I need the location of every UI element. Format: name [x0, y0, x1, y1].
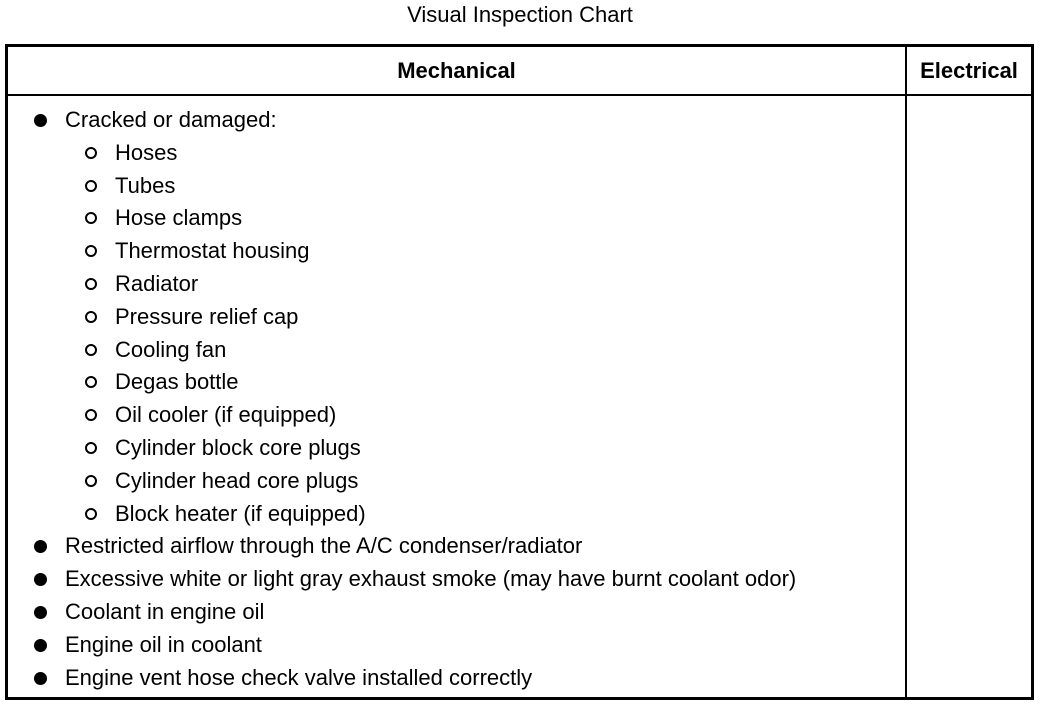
list-item: Cracked or damaged: [8, 104, 905, 137]
hollow-bullet-icon [85, 146, 97, 159]
sub-list-item: Tubes [8, 170, 905, 203]
list-item-text: Restricted airflow through the A/C conde… [65, 533, 583, 559]
hollow-bullet-icon [85, 277, 97, 290]
sub-list-item: Pressure relief cap [8, 301, 905, 334]
filled-bullet-icon [34, 671, 47, 685]
page-title: Visual Inspection Chart [407, 2, 633, 27]
sub-list-item: Hoses [8, 137, 905, 170]
filled-bullet-icon [34, 638, 47, 652]
sub-list-item-text: Cylinder head core plugs [115, 467, 359, 493]
filled-bullet-icon [34, 114, 47, 127]
list-item: Engine vent hose check valve installed c… [8, 662, 905, 695]
hollow-bullet-icon [85, 245, 97, 258]
list-item-text: Coolant in engine oil [65, 598, 265, 624]
hollow-bullet-icon [85, 343, 97, 356]
hollow-bullet-icon [85, 310, 97, 323]
sub-list-item: Cylinder head core plugs [8, 465, 905, 498]
sub-list-item-text: Degas bottle [115, 369, 239, 395]
inspection-table: Mechanical Electrical Cracked or damaged… [5, 44, 1034, 700]
sub-list-item-text: Oil cooler (if equipped) [115, 402, 337, 428]
hollow-bullet-icon [85, 179, 97, 192]
list-item: Engine oil in coolant [8, 629, 905, 662]
hollow-bullet-icon [85, 376, 97, 389]
hollow-bullet-icon [85, 212, 97, 225]
list-item-text: Excessive white or light gray exhaust sm… [65, 566, 797, 592]
filled-bullet-icon [34, 573, 47, 587]
sub-list-item: Thermostat housing [8, 235, 905, 268]
sub-list-item: Oil cooler (if equipped) [8, 399, 905, 432]
filled-bullet-icon [34, 605, 47, 619]
list-item: Excessive white or light gray exhaust sm… [8, 563, 905, 596]
header-mechanical: Mechanical [397, 58, 516, 83]
hollow-bullet-icon [85, 441, 97, 454]
sub-list-item: Block heater (if equipped) [8, 498, 905, 531]
sub-list-item-text: Cooling fan [115, 336, 227, 362]
sub-list-item: Degas bottle [8, 366, 905, 399]
column-divider [905, 47, 907, 697]
list-item: Coolant in engine oil [8, 596, 905, 629]
sub-list-item-text: Tubes [115, 172, 176, 198]
sub-list-item-text: Pressure relief cap [115, 303, 299, 329]
sub-list-item-text: Thermostat housing [115, 238, 310, 264]
electrical-cell [907, 96, 1031, 697]
hollow-bullet-icon [85, 474, 97, 487]
sub-list-item-text: Hose clamps [115, 205, 243, 231]
list-item: Restricted airflow through the A/C conde… [8, 530, 905, 563]
sub-list-item-text: Block heater (if equipped) [115, 500, 366, 526]
sub-list-item: Radiator [8, 268, 905, 301]
sub-list-item: Cylinder block core plugs [8, 432, 905, 465]
sub-list-item-text: Radiator [115, 270, 199, 296]
filled-bullet-icon [34, 540, 47, 554]
list-item-text: Engine vent hose check valve installed c… [65, 664, 533, 690]
sub-list-item: Cooling fan [8, 334, 905, 367]
list-item-text: Engine oil in coolant [65, 631, 262, 657]
sub-list-item-text: Cylinder block core plugs [115, 434, 361, 460]
hollow-bullet-icon [85, 507, 97, 520]
table-header-row: Mechanical Electrical [8, 47, 1031, 96]
hollow-bullet-icon [85, 409, 97, 422]
mechanical-list: Cracked or damaged: Hoses Tubes Hose cla… [8, 104, 905, 694]
header-electrical: Electrical [920, 58, 1018, 83]
sub-list-item: Hose clamps [8, 202, 905, 235]
sub-list-item-text: Hoses [115, 139, 178, 165]
list-item-text: Cracked or damaged: [65, 107, 277, 132]
